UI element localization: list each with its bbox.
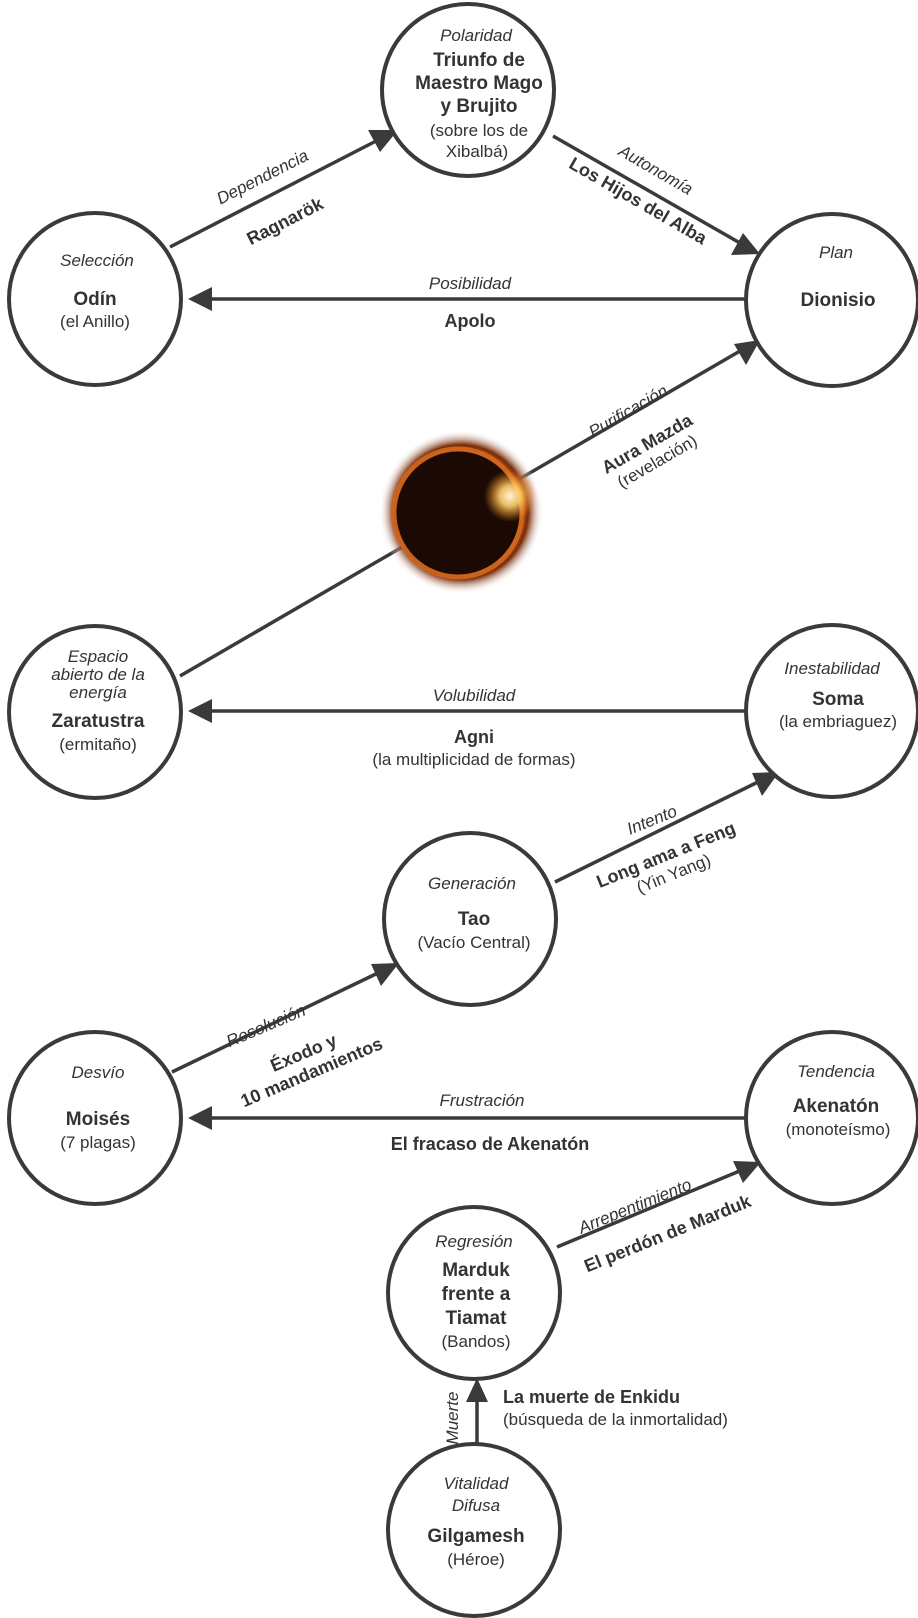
node-category: Tendencia xyxy=(797,1062,875,1081)
node-sub: (el Anillo) xyxy=(60,312,130,331)
node-soma: Inestabilidad Soma (la embriaguez) xyxy=(744,623,918,799)
node-category: Vitalidad xyxy=(444,1474,509,1493)
node-marduk: Regresión Marduk frente a Tiamat (Bandos… xyxy=(386,1205,562,1381)
edge-label-italic: Volubilidad xyxy=(433,686,516,705)
edge-dionisio-odin xyxy=(188,287,746,311)
node-name: Maestro Mago xyxy=(415,73,543,94)
node-name: Moisés xyxy=(66,1109,130,1130)
node-name: Marduk xyxy=(442,1260,510,1281)
node-category: Selección xyxy=(60,251,134,270)
edge-odin-polaridad xyxy=(169,130,398,249)
edge-label-bold: El fracaso de Akenatón xyxy=(391,1134,589,1154)
edge-label-sub: (la multiplicidad de formas) xyxy=(372,750,575,769)
node-name: Soma xyxy=(812,689,864,710)
node-sub: (Bandos) xyxy=(442,1332,511,1351)
node-odin: Selección Odín (el Anillo) xyxy=(7,211,183,387)
node-sub: Xibalbá) xyxy=(446,142,508,161)
edge-moises-tao xyxy=(171,963,399,1074)
node-sub: (Vacío Central) xyxy=(417,933,530,952)
edge-label-sub: (búsqueda de la inmortalidad) xyxy=(503,1410,728,1429)
node-akenaton: Tendencia Akenatón (monoteísmo) xyxy=(744,1030,918,1206)
edge-label-italic: Frustración xyxy=(439,1091,524,1110)
node-sub: (7 plagas) xyxy=(60,1133,136,1152)
node-name: Akenatón xyxy=(793,1096,880,1117)
node-name: Dionisio xyxy=(801,290,876,311)
node-dionisio: Plan Dionisio xyxy=(744,212,918,388)
edge-label-italic: Posibilidad xyxy=(429,274,512,293)
node-category: Polaridad xyxy=(440,26,512,45)
eclipse-icon xyxy=(379,430,543,594)
edge-soma-zaratustra xyxy=(188,699,746,723)
node-category: Desvío xyxy=(72,1063,125,1082)
edge-polaridad-dionisio xyxy=(552,134,760,255)
edge-label-bold: La muerte de Enkidu xyxy=(503,1387,680,1407)
node-category: abierto de la xyxy=(51,665,145,684)
node-polaridad: Polaridad Triunfo de Maestro Mago y Bruj… xyxy=(380,2,556,178)
node-sub: (sobre los de xyxy=(430,121,528,140)
node-category: Espacio xyxy=(68,647,128,666)
node-name: Tiamat xyxy=(446,1308,508,1329)
node-zaratustra: Espacio abierto de la energía Zaratustra… xyxy=(7,624,183,800)
edge-label-italic: Resolución xyxy=(224,1001,309,1051)
node-name: y Brujito xyxy=(440,96,517,117)
node-name: Tao xyxy=(458,909,490,930)
node-name: Odín xyxy=(73,289,116,310)
node-category: energía xyxy=(69,683,127,702)
node-sub: (ermitaño) xyxy=(59,735,136,754)
edge-label-bold: Agni xyxy=(454,727,494,747)
node-category: Generación xyxy=(428,874,516,893)
node-name: frente a xyxy=(442,1284,511,1305)
node-category: Regresión xyxy=(435,1232,513,1251)
edge-label-bold: Apolo xyxy=(445,311,496,331)
edge-marduk-akenaton xyxy=(556,1161,761,1249)
edge-label-bold: El perdón de Marduk xyxy=(581,1191,754,1277)
node-category: Plan xyxy=(819,243,853,262)
node-name: Triunfo de xyxy=(433,50,525,71)
node-name: Zaratustra xyxy=(52,711,145,732)
node-sub: (la embriaguez) xyxy=(779,712,897,731)
edge-tao-soma xyxy=(554,772,779,884)
node-tao: Generación Tao (Vacío Central) xyxy=(382,831,558,1007)
edge-akenaton-moises xyxy=(188,1106,746,1130)
node-sub: (Héroe) xyxy=(447,1550,505,1569)
edge-label-italic: Muerte xyxy=(443,1392,462,1445)
node-name: Gilgamesh xyxy=(427,1526,524,1547)
node-category: Difusa xyxy=(452,1496,500,1515)
node-moises: Desvío Moisés (7 plagas) xyxy=(7,1030,183,1206)
node-category: Inestabilidad xyxy=(784,659,880,678)
node-sub: (monoteísmo) xyxy=(786,1120,891,1139)
node-gilgamesh: Vitalidad Difusa Gilgamesh (Héroe) xyxy=(386,1442,562,1618)
